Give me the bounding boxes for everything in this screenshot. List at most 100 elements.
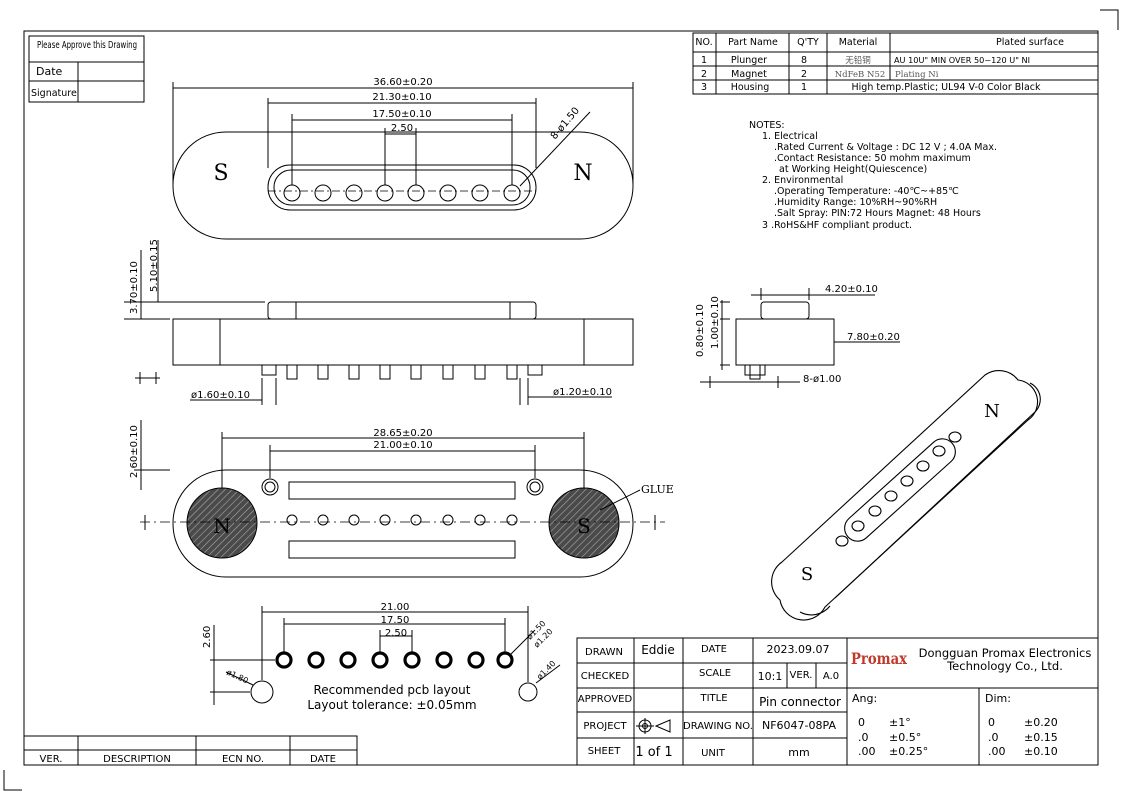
note-line: .Humidity Range: 10%RH~90%RH [774, 197, 937, 208]
top-housing-outline [172, 131, 634, 240]
bom-row2-qty: 2 [801, 69, 807, 80]
bottom-dim-posts: 21.00±0.10 [373, 440, 432, 451]
top-dim-overall: 36.60±0.20 [373, 77, 432, 88]
note-line: .Salt Spray: PIN:72 Hours Magnet: 48 Hou… [774, 208, 981, 219]
tb-drawing-no-value: NF6047-08PA [762, 719, 836, 732]
top-dim-slot: 21.30±0.10 [372, 92, 431, 103]
bom-row2-part: Magnet [731, 69, 767, 80]
pcb-dim-hole-right: ø1.40 [535, 659, 557, 681]
bottom-view [134, 420, 665, 578]
end-view [700, 288, 900, 388]
top-pin-slot-outer [267, 164, 537, 211]
pcb-caption-line2: Layout tolerance: ±0.05mm [307, 698, 476, 712]
side-pin-tails [261, 364, 543, 380]
side-dim-total: 5.10±0.15 [149, 239, 160, 292]
tb-ang-row-1-val: ±0.5° [889, 731, 921, 744]
pcb-pad [435, 651, 453, 669]
bom-header-part: Part Name [728, 37, 778, 48]
iso-pin [932, 445, 946, 457]
approval-box: Please Approve this Drawing Date Signatu… [28, 35, 145, 103]
bottom-pin [286, 514, 298, 526]
tb-title-label: TITLE [699, 693, 727, 704]
pcb-pad [371, 651, 389, 669]
top-pin [345, 184, 363, 202]
tb-sheet-label: SHEET [588, 746, 622, 757]
bom-header-plated: Plated surface [996, 37, 1064, 48]
side-housing [172, 318, 634, 366]
pcb-pad [339, 651, 357, 669]
tb-ang-label: Ang: [852, 692, 877, 705]
pcb-pad [275, 651, 293, 669]
approval-date-label: Date [36, 65, 63, 78]
end-dim-h2: 1.00±0.10 [710, 296, 721, 349]
iso-pole-top: N [984, 401, 1000, 422]
tb-dim-row-2-val: ±0.10 [1024, 745, 1058, 758]
bom-row3-part: Housing [731, 82, 770, 93]
top-pin [471, 184, 489, 202]
pcb-pad [467, 651, 485, 669]
rev-header-description: DESCRIPTION [103, 754, 171, 765]
bottom-glue-label: GLUE [641, 483, 674, 496]
tb-drawn-value: Eddie [641, 643, 675, 657]
end-view-labels: 4.20±0.10 7.80±0.20 0.80±0.10 1.00±0.10 … [695, 284, 900, 385]
bom-row3-no: 3 [701, 82, 707, 93]
end-dim-width-top: 4.20±0.10 [825, 284, 878, 295]
pcb-dim-pins: 17.50 [381, 615, 410, 626]
company-name-line1: Dongguan Promax Electronics [919, 646, 1092, 660]
bottom-pole-right: S [577, 514, 591, 538]
top-pin-row [283, 184, 521, 202]
pcb-pad [307, 651, 325, 669]
bottom-housing-outline [172, 469, 634, 578]
bom-row1-qty: 8 [801, 55, 807, 66]
end-housing [735, 318, 835, 366]
tb-sheet-value: 1 of 1 [635, 745, 672, 760]
bom-row2-material: NdFeB N52 [835, 70, 886, 80]
bottom-pin-row [286, 514, 518, 526]
company-logo: Promax [851, 649, 907, 668]
tb-dim-row-0-val: ±0.20 [1024, 716, 1058, 729]
tb-ang-row-0-val: ±1° [889, 716, 911, 729]
pcb-pad-row [275, 651, 514, 669]
bottom-pin [474, 514, 486, 526]
tb-date-label: DATE [701, 644, 727, 655]
iso-pin [884, 490, 898, 502]
rev-header-ver: VER. [40, 754, 63, 765]
top-pin [376, 184, 394, 202]
top-pin [503, 184, 521, 202]
top-pole-left: S [213, 161, 228, 186]
bottom-slot-upper [288, 481, 516, 500]
pcb-hole-left [250, 680, 274, 704]
company-name-line2: Technology Co., Ltd. [946, 659, 1063, 673]
top-pole-right: N [573, 161, 592, 186]
side-dim-body: 3.70±0.10 [129, 261, 140, 314]
tb-ver-value: A.0 [823, 671, 839, 682]
bom-row1-plated: AU 10U" MIN OVER 50~120 U" NI [894, 56, 1030, 65]
note-line: .Rated Current & Voltage : DC 12 V ; 4.0… [774, 142, 997, 153]
sheet-frame [3, 9, 1119, 791]
rev-header-date: DATE [310, 754, 336, 765]
iso-pin-row [835, 431, 962, 547]
top-pin [283, 184, 301, 202]
tb-drawn-label: DRAWN [585, 647, 623, 658]
notes-block: NOTES: 1. Electrical .Rated Current & Vo… [749, 120, 997, 231]
pcb-layout-labels: 21.00 17.50 2.50 2.60 ø1.50 ø1.20 ø1.80 … [202, 602, 557, 712]
bottom-pin [379, 514, 391, 526]
tb-ver-label: VER. [790, 670, 813, 681]
bottom-pin [442, 514, 454, 526]
tb-dim-label: Dim: [985, 692, 1011, 705]
tb-ang-row-1-key: .0 [858, 731, 869, 744]
note-line: .Operating Temperature: -40℃~+85℃ [774, 186, 959, 197]
end-dim-tail: 8-ø1.00 [803, 374, 841, 385]
bottom-pin [506, 514, 518, 526]
iso-pole-bottom: S [801, 564, 813, 585]
bottom-post-left [261, 478, 279, 496]
tb-dim-row-0-key: 0 [988, 716, 995, 729]
bottom-pin [348, 514, 360, 526]
bom-row1-material: 无铅铜 [845, 55, 871, 66]
note-line: .Contact Resistance: 50 mohm maximum [774, 153, 971, 164]
tb-dim-row-1-val: ±0.15 [1024, 731, 1058, 744]
note-line: 2. Environmental [762, 175, 843, 186]
iso-pin [851, 520, 865, 532]
top-dim-pitch: 2.50 [391, 123, 413, 134]
iso-view-labels: N S [801, 401, 1000, 585]
